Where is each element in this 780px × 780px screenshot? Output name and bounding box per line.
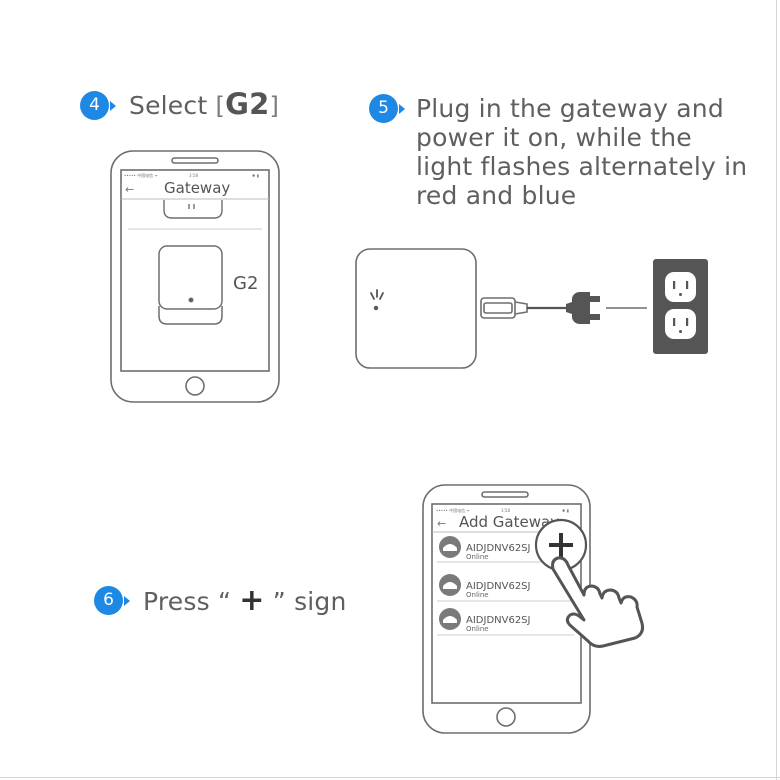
status-signal: ••••• 中国电信 ᯤ (124, 172, 158, 178)
device-status: Online (466, 591, 489, 599)
step-4-text: Select [G2] (129, 90, 279, 121)
device-status: Online (466, 553, 489, 561)
phone-1-body (110, 150, 280, 403)
step-4-model: G2 (225, 87, 270, 121)
gateway-device-icon (355, 248, 477, 369)
device-list: AIDJDNV62SJ Online AIDJDNV62SJ Online AI… (437, 536, 574, 636)
phone-1-back-icon[interactable]: ← (125, 183, 134, 196)
badge-arrow-icon (110, 101, 116, 111)
phone-2-speaker (481, 491, 529, 498)
phone-1-title: Gateway (164, 179, 230, 197)
device-name: AIDJDNV62SJ (466, 615, 530, 626)
status-time: 3:58 (189, 173, 198, 178)
phone-2-title: Add Gateway (459, 513, 559, 531)
smart-lock-icon[interactable] (158, 245, 223, 325)
step-6-number: 6 (103, 590, 114, 610)
step-4-badge: 4 (80, 91, 116, 120)
step-4-bracket-open: [ (215, 92, 226, 120)
step-5-number: 5 (378, 98, 389, 118)
gateway-mini-icon (443, 544, 457, 551)
page-border-bottom (0, 777, 780, 778)
power-plug-icon (566, 292, 600, 324)
wall-outlet-icon (653, 259, 708, 354)
plus-icon (559, 533, 563, 557)
phone-1 (110, 150, 280, 403)
badge-arrow-icon (124, 596, 130, 606)
device-status: Online (466, 625, 489, 633)
hand-pointer-icon (551, 556, 644, 648)
badge-arrow-icon (399, 104, 405, 114)
phone-1-speaker (171, 157, 219, 164)
phone-1-home-button[interactable] (185, 376, 205, 396)
page-border-right (776, 0, 777, 780)
status-battery-icon: ✱ ▮ (562, 508, 569, 513)
gateway-led-icon (370, 289, 384, 311)
device-label-g2: G2 (233, 273, 258, 294)
phone-2-back-icon[interactable]: ← (437, 517, 446, 530)
phone-1-status-bar: ••••• 中国电信 ᯤ 3:58 ✱ ▮ (124, 172, 259, 178)
phone-2-home-button[interactable] (496, 707, 516, 727)
step-6-label-after: ” sign (272, 587, 347, 616)
gateway-mini-icon (443, 582, 457, 589)
step-4-number: 4 (89, 95, 100, 115)
step-6-badge: 6 (94, 586, 130, 615)
phone-2-status-bar: ••••• 中国电信 ᯤ 3:58 ✱ ▮ (436, 507, 569, 513)
list-item[interactable]: AIDJDNV62SJ Online (437, 608, 574, 636)
gateway-mini-icon (443, 616, 457, 623)
step-5-text: Plug in the gateway and power it on, whi… (416, 94, 748, 210)
usb-connector-icon (480, 297, 528, 319)
step-4-bracket-close: ] (269, 92, 280, 120)
lock-partial-icon (163, 200, 223, 219)
step-6-label-before: Press “ (143, 587, 232, 616)
plus-icon: + (239, 583, 265, 618)
phone-1-screen (120, 169, 270, 372)
step-4-heading: 4 Select [G2] (80, 90, 279, 121)
status-battery-icon: ✱ ▮ (252, 173, 259, 178)
step-5-heading: 5 Plug in the gateway and power it on, w… (369, 94, 756, 210)
device-name: AIDJDNV62SJ (466, 543, 530, 554)
status-time: 3:58 (501, 508, 510, 513)
list-item[interactable]: AIDJDNV62SJ Online (437, 574, 574, 602)
step-5-badge: 5 (369, 94, 405, 123)
step-4-label: Select (129, 91, 208, 120)
step-6-text: Press “ + ” sign (143, 583, 347, 618)
step-6-heading: 6 Press “ + ” sign (94, 586, 347, 616)
device-name: AIDJDNV62SJ (466, 581, 530, 592)
status-signal: ••••• 中国电信 ᯤ (436, 507, 470, 513)
